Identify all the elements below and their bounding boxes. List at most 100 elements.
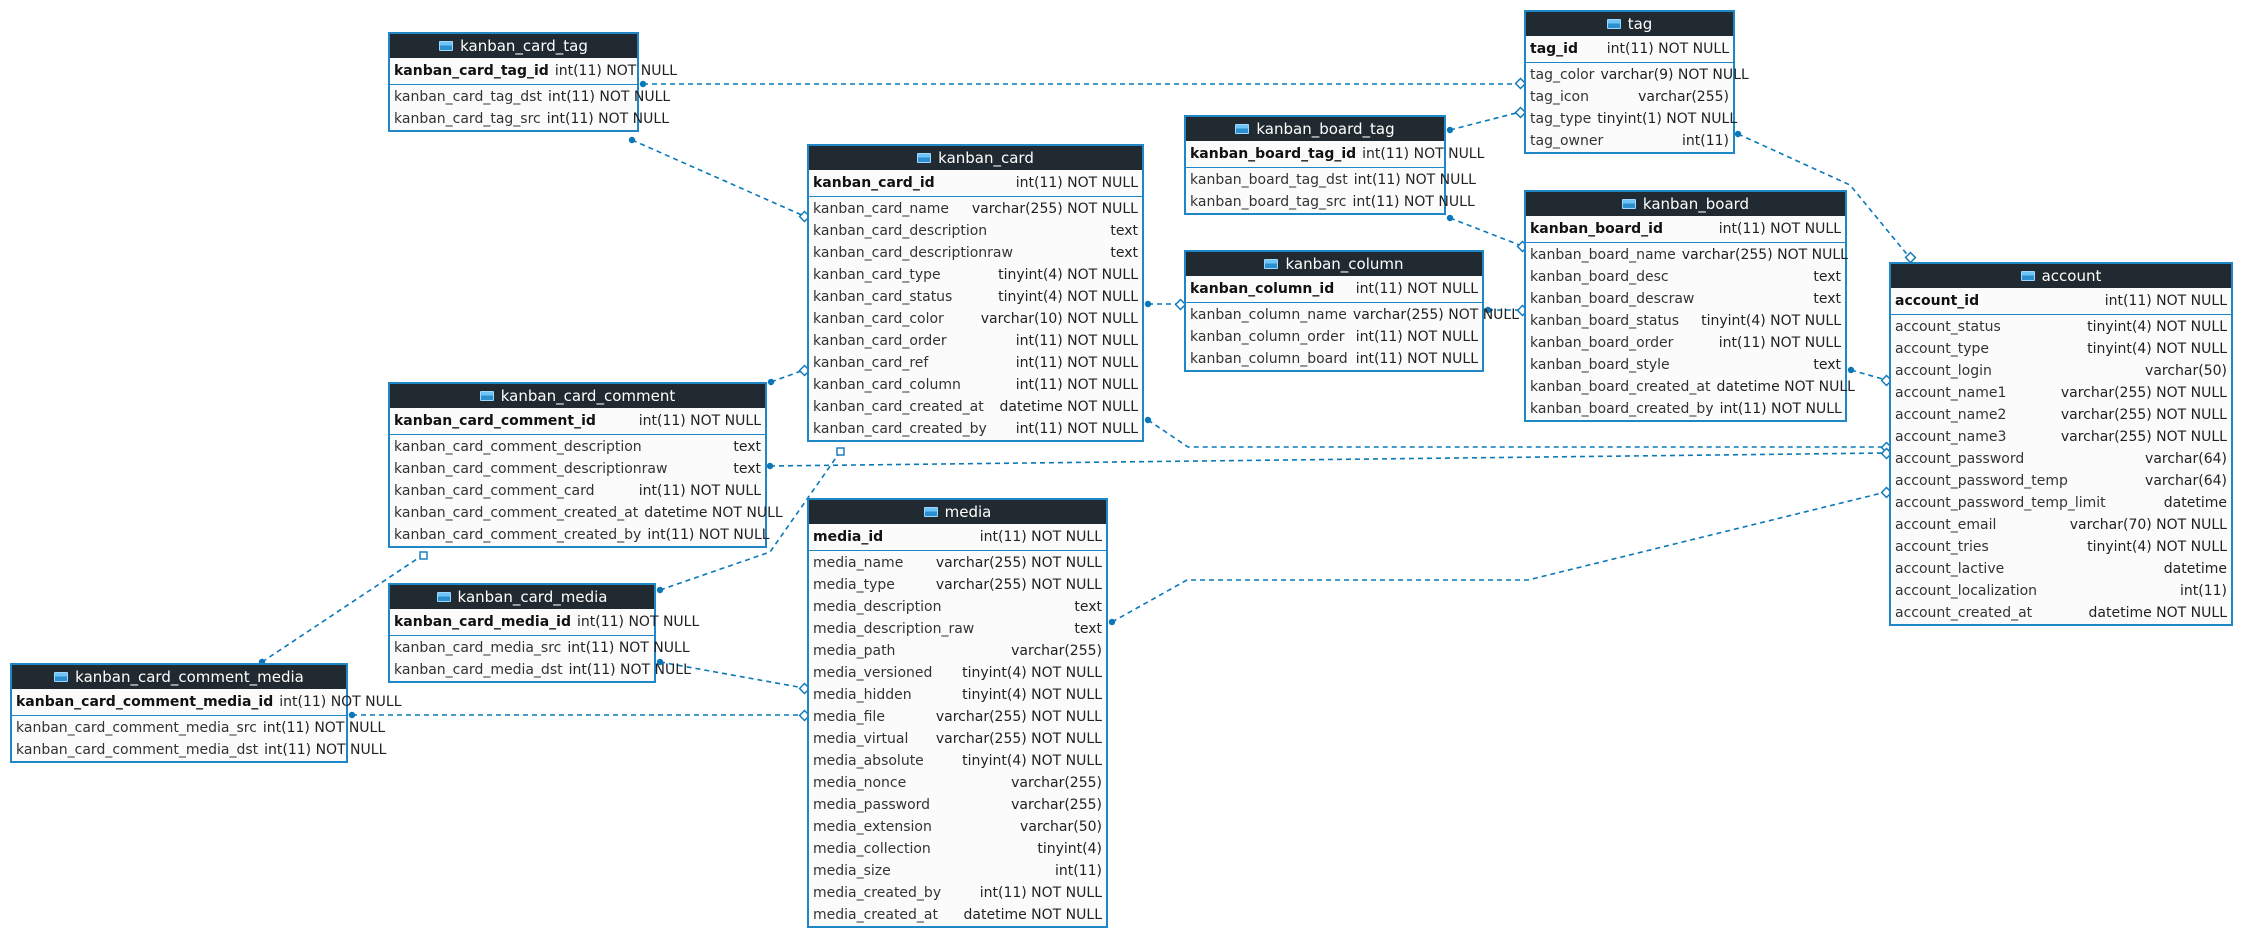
- table-header[interactable]: kanban_column: [1186, 252, 1482, 276]
- table-header[interactable]: media: [809, 500, 1106, 524]
- table-header[interactable]: kanban_card_comment: [390, 384, 765, 408]
- table-header[interactable]: account: [1891, 264, 2231, 288]
- table-header[interactable]: kanban_board_tag: [1186, 117, 1444, 141]
- table-header[interactable]: kanban_card_comment_media: [12, 665, 346, 689]
- table-header[interactable]: kanban_board: [1526, 192, 1845, 216]
- table-header[interactable]: kanban_card: [809, 146, 1142, 170]
- table-header[interactable]: tag: [1526, 12, 1733, 36]
- table-header[interactable]: kanban_card_tag: [390, 34, 637, 58]
- table-header[interactable]: kanban_card_media: [390, 585, 654, 609]
